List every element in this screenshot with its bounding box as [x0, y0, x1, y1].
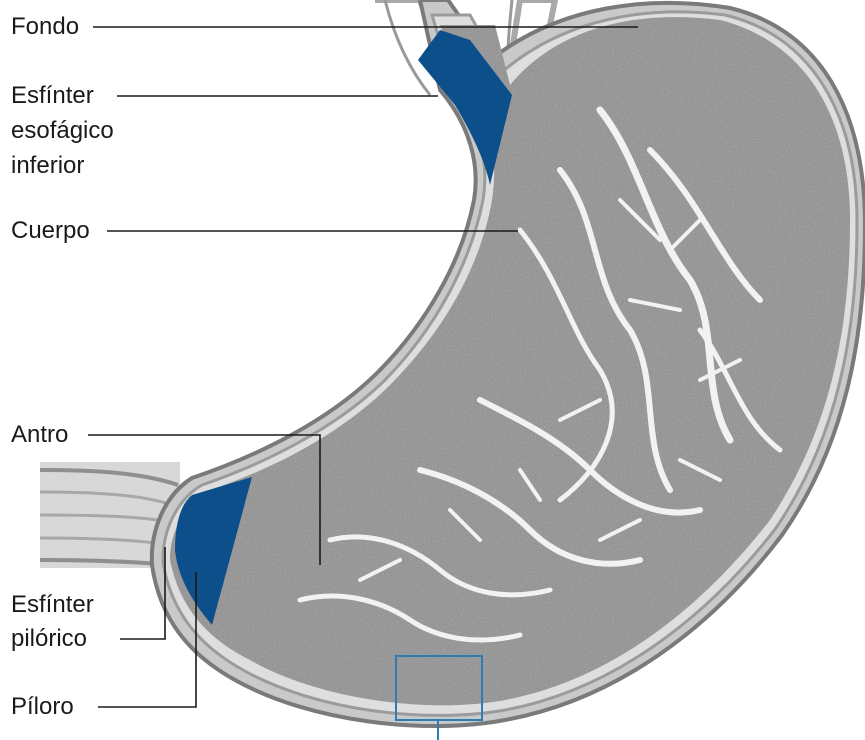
label-esfinter-esofagico-line3: inferior	[11, 149, 84, 183]
label-esfinter-pilorico-line1: Esfínter	[11, 588, 94, 622]
label-antro: Antro	[11, 418, 68, 452]
label-piloro: Píloro	[11, 690, 74, 724]
label-fondo: Fondo	[11, 10, 79, 44]
label-esfinter-pilorico-line2: pilórico	[11, 622, 87, 656]
label-esfinter-esofagico-line2: esofágico	[11, 114, 114, 148]
label-cuerpo: Cuerpo	[11, 214, 90, 248]
label-esfinter-esofagico-line1: Esfínter	[11, 79, 94, 113]
